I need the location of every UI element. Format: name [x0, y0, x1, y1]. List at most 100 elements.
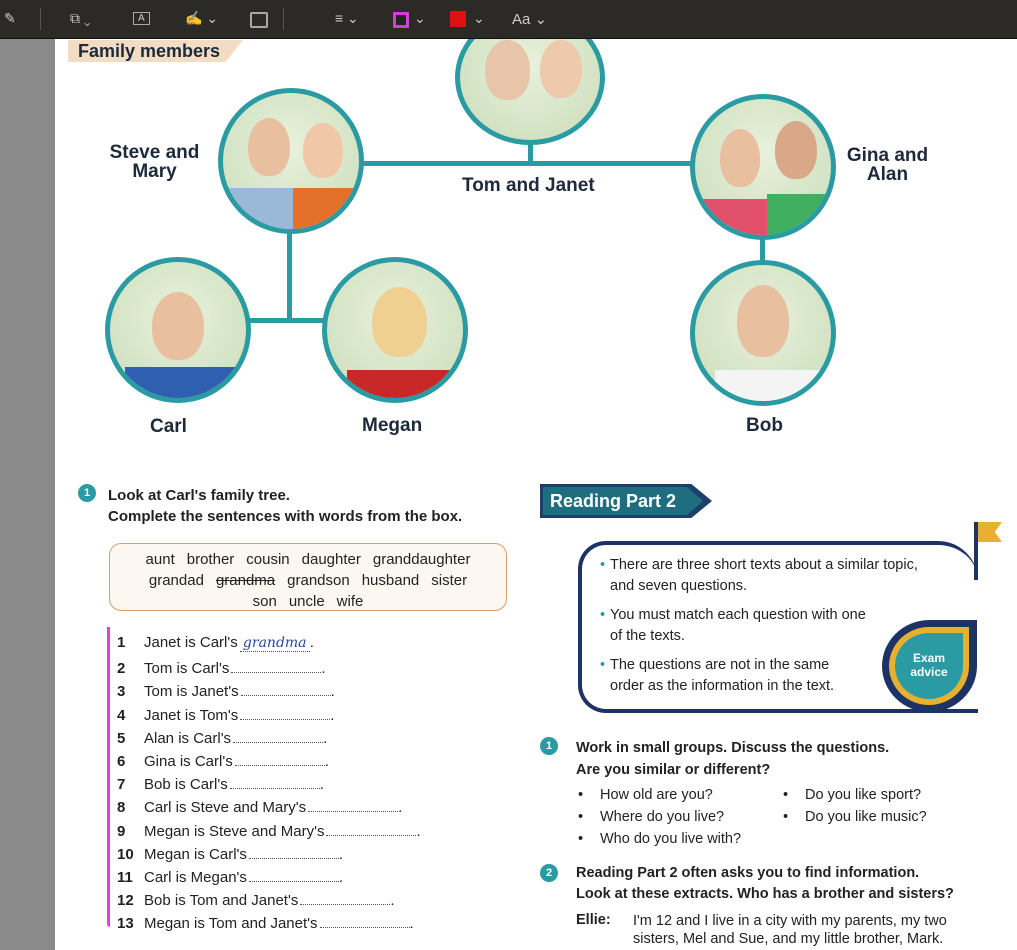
bullet-icon: • [600, 657, 606, 673]
question-number: 10 [117, 845, 134, 863]
chevron-down-icon[interactable]: ⌄ [473, 10, 485, 26]
word-option: husband [361, 572, 420, 589]
word-option: uncle [288, 593, 325, 610]
divider [40, 8, 41, 30]
answer-field[interactable] [326, 820, 417, 836]
answer-field[interactable] [319, 912, 410, 929]
answer-field[interactable] [248, 866, 339, 882]
answer-field[interactable] [233, 727, 324, 743]
answer-field[interactable]: grandma [239, 636, 310, 652]
font-label: Aa [512, 11, 531, 28]
annotation-toolbar: ✎ ⧉ ⌄ A ✍ ⌄ ≡ ⌄ ⌄ ⌄ Aa ⌄ [0, 0, 1017, 39]
section-title-bg [68, 40, 243, 62]
bullet-icon: • [578, 809, 584, 825]
period: . [338, 869, 344, 886]
question-text: Megan is Tom and Janet's [144, 915, 318, 933]
advice-list: •There are three short texts about a sim… [600, 555, 930, 705]
exercise-number: 1 [78, 483, 96, 502]
answer-field[interactable] [231, 657, 322, 674]
discussion-item: •How old are you? [578, 784, 741, 806]
speaker-name: Ellie: [576, 912, 611, 928]
flag-icon [978, 522, 1002, 542]
answer-field[interactable] [229, 773, 320, 790]
portrait-tom-janet [455, 10, 605, 145]
period: . [321, 660, 326, 678]
question-text: Megan is Steve and Mary's [144, 822, 325, 840]
signature-icon[interactable]: ✍ ⌄ [185, 10, 219, 26]
pen-icon[interactable]: ✎ [4, 10, 16, 26]
discussion-questions: •How old are you?•Where do you live?•Who… [578, 784, 741, 850]
chevron-down-icon[interactable]: ⌄ [414, 10, 426, 26]
answer-field[interactable] [234, 750, 325, 766]
exam-advice-box [578, 541, 978, 713]
question-number: 4 [117, 706, 126, 724]
line-style-icon[interactable]: ≡ ⌄ [335, 10, 359, 26]
portrait-gina-alan [690, 94, 836, 240]
answer-field[interactable] [308, 796, 399, 813]
reading-header-inner [543, 487, 703, 515]
word-option: grandma [215, 572, 276, 589]
question-item: 10 Megan is Carl's. [117, 843, 343, 863]
question-number: 1 [117, 634, 126, 651]
portrait-megan [322, 257, 468, 403]
discussion-text: Do you like music? [805, 809, 927, 825]
portrait-bob [690, 260, 836, 406]
label-gina-alan: Gina and Alan [846, 145, 929, 185]
period: . [319, 776, 324, 794]
instruction-line: Complete the sentences with words from t… [108, 508, 463, 525]
bullet-icon: • [600, 557, 606, 573]
label-steve-mary: Steve and Mary [109, 142, 200, 182]
tree-line [250, 318, 330, 323]
question-text: Megan is Carl's [144, 845, 247, 863]
label-tom-janet: Tom and Janet [462, 175, 595, 196]
question-number: 8 [117, 799, 126, 817]
question-number: 2 [117, 660, 126, 678]
label-carl: Carl [150, 416, 187, 437]
question-number: 9 [117, 822, 126, 840]
question-number: 12 [117, 892, 134, 910]
question-number: 6 [117, 753, 126, 770]
answer-field[interactable] [300, 889, 391, 906]
question-text: Tom is Carl's [144, 660, 230, 678]
badge-label: Exam advice [910, 651, 948, 679]
discussion-text: Do you like sport? [805, 787, 922, 803]
period: . [338, 845, 344, 863]
question-item: 12 Bob is Tom and Janet's. [117, 889, 395, 909]
fill-color-icon[interactable] [450, 11, 466, 27]
discussion-item: •Do you like music? [783, 806, 927, 828]
text-box-icon[interactable]: A [133, 12, 150, 25]
question-number: 3 [117, 683, 126, 701]
question-number: 11 [117, 869, 133, 886]
word-option: cousin [246, 551, 290, 568]
sidebar-gutter [0, 38, 55, 950]
border-color-icon[interactable] [393, 12, 409, 28]
discussion-item: •Where do you live? [578, 806, 741, 828]
instruction-line: Reading Part 2 often asks you to find in… [576, 865, 920, 881]
shapes-icon[interactable]: ⧉ ⌄ [70, 10, 91, 26]
font-button[interactable]: Aa ⌄ [512, 11, 548, 28]
question-text: Bob is Tom and Janet's [144, 892, 299, 910]
window-icon[interactable] [250, 12, 268, 28]
answer-field[interactable] [248, 843, 339, 859]
discussion-questions: •Do you like sport?•Do you like music? [783, 784, 927, 828]
portrait-steve-mary [218, 88, 364, 234]
reading-title: Reading Part 2 [550, 491, 677, 511]
period: . [390, 892, 395, 910]
question-item: 2 Tom is Carl's. [117, 657, 326, 677]
exercise-instructions: Work in small groups. Discuss the questi… [576, 737, 889, 781]
answer-field[interactable] [240, 680, 331, 697]
answer-field[interactable] [240, 704, 331, 720]
advice-item: •The questions are not in the same order… [600, 655, 865, 697]
document-page [55, 38, 1017, 950]
question-text: Alan is Carl's [144, 729, 232, 747]
